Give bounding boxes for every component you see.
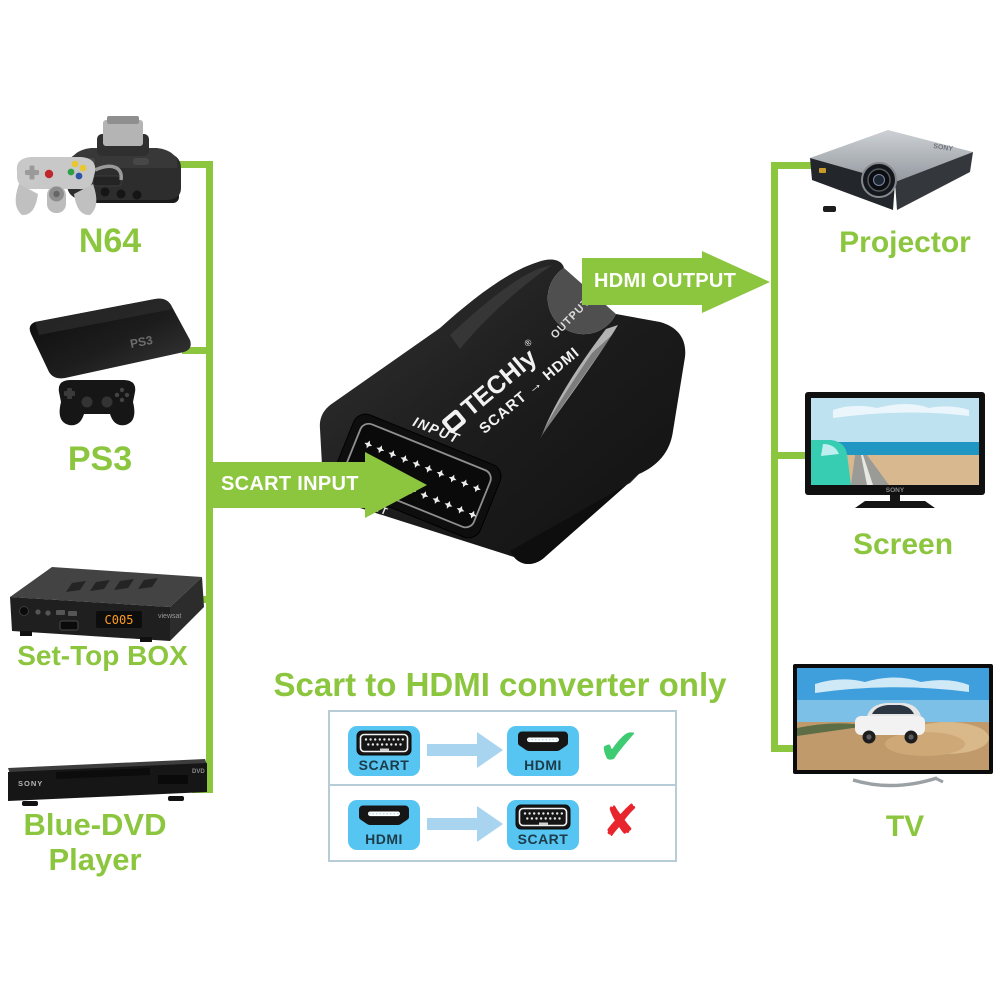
screen-label: Screen (852, 528, 954, 561)
ps3-console-image: PS3 (29, 298, 191, 426)
hdmi-connector-chip: HDMI (507, 726, 579, 776)
chip-label: SCART (358, 757, 410, 773)
n64-wire (175, 161, 206, 168)
right-bus-line (771, 162, 778, 752)
hdmi-output-arrow-head (702, 251, 770, 313)
dvd-player-image: SONY DVD (8, 759, 207, 806)
legend-divider (330, 784, 675, 786)
check-icon: ✔ (598, 719, 640, 775)
dvd-label-line1: Blue-DVD (23, 807, 167, 842)
cross-icon: ✘ (602, 797, 639, 846)
scart-connector-icon (515, 804, 571, 830)
hdmi-output-arrow-label: HDMI OUTPUT (594, 270, 737, 292)
screen-image: SONY (805, 392, 985, 508)
set-top-box-image: C005 viewsat (10, 567, 204, 642)
n64-label: N64 (78, 222, 142, 260)
projector-image: SONY (810, 130, 973, 212)
legend-title: Scart to HDMI converter only (273, 666, 727, 703)
hdmi-output-notch (547, 268, 616, 335)
stb-display: C005 (105, 613, 134, 627)
n64-console-image (15, 116, 181, 216)
ps3-wire (182, 347, 206, 354)
svg-text:PS3: PS3 (129, 333, 154, 351)
dvd-label-line2: Player (48, 841, 142, 877)
projector-label: Projector (839, 226, 971, 259)
hdmi-connector-chip: HDMI (348, 800, 420, 850)
legend-box: SCART HDMI ✔ HDMI SCART ✘ (328, 710, 677, 862)
stb-brand: viewsat (158, 613, 181, 620)
projector-wire (778, 162, 812, 169)
hdmi-connector-icon (358, 805, 410, 826)
dvd-label: Blue-DVD Player (10, 807, 180, 877)
dvd-brand: SONY (18, 779, 43, 788)
tv-image (793, 664, 993, 788)
screen-brand: SONY (886, 487, 905, 494)
chip-label: HDMI (524, 757, 562, 773)
scart-input-arrow (213, 462, 365, 508)
hdmi-output-arrow (582, 258, 702, 305)
projector-brand: SONY (933, 143, 954, 153)
dvd-logo: DVD (192, 769, 205, 775)
legend-row-allowed: SCART HDMI ✔ (330, 712, 675, 784)
tv-wire (778, 745, 806, 752)
scart-connector-chip: SCART (507, 800, 579, 850)
chip-label: HDMI (365, 831, 403, 847)
scart-connector-chip: SCART (348, 726, 420, 776)
screen-wire (778, 452, 812, 459)
scart-connector-icon (356, 730, 412, 756)
right-arrow-icon (427, 732, 505, 768)
left-bus-line (206, 161, 213, 793)
tv-label: TV (885, 810, 925, 843)
brand-registered: ® (522, 337, 534, 349)
hdmi-connector-icon (517, 731, 569, 752)
scart-input-arrow-label: SCART INPUT (221, 473, 359, 495)
ps3-label: PS3 (67, 440, 133, 478)
scart-input-arrow-head (365, 452, 427, 518)
chip-label: SCART (517, 831, 569, 847)
legend-row-not-allowed: HDMI SCART ✘ (330, 786, 675, 858)
right-arrow-icon (427, 806, 505, 842)
stb-label: Set-Top BOX (17, 640, 188, 671)
